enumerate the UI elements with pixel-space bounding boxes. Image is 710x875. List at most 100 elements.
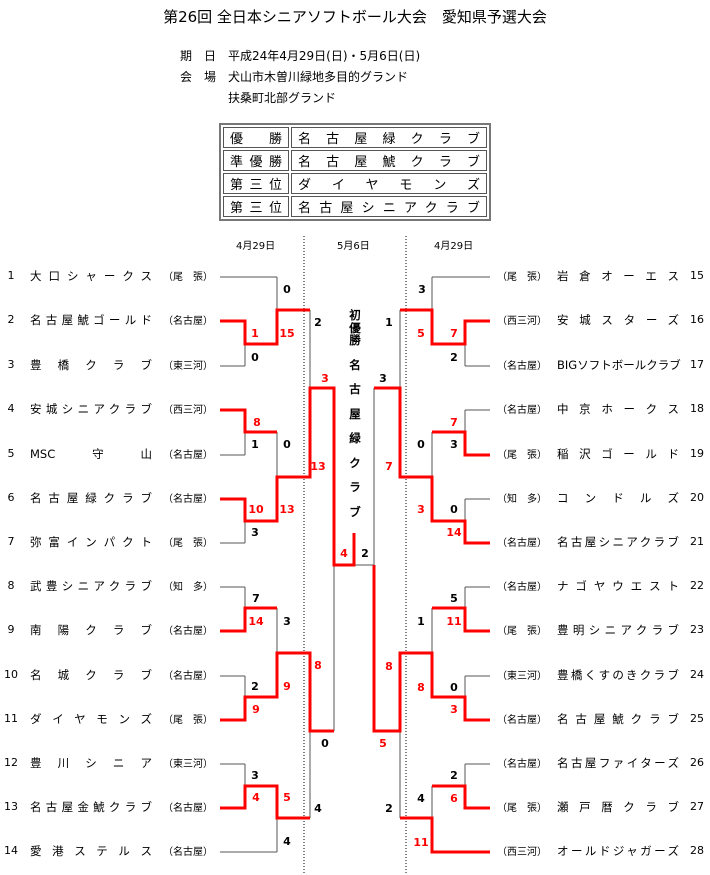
winner-path xyxy=(220,408,277,434)
team-number: 18 xyxy=(690,402,704,415)
score-label: 1 xyxy=(251,438,259,451)
team-number: 22 xyxy=(690,579,704,592)
score-label: 2 xyxy=(361,547,369,560)
score-label: 5 xyxy=(450,592,458,605)
team-number: 27 xyxy=(690,800,704,813)
score-label: 1 xyxy=(385,316,393,329)
page-title: 第26回 全日本シニアソフトボール大会 愛知県予選大会 xyxy=(163,8,547,26)
team-name: 名古屋鯱ゴールド xyxy=(30,313,152,327)
score-label: 2 xyxy=(251,680,259,693)
team-number: 23 xyxy=(690,623,704,636)
team-number: 12 xyxy=(4,756,18,769)
score-label: 0 xyxy=(450,681,458,694)
team-name: 名古屋緑クラブ xyxy=(30,491,152,505)
team-region: （名古屋） xyxy=(497,715,547,726)
score-label: 10 xyxy=(248,503,264,516)
score-label: 11 xyxy=(413,836,428,849)
score-label: 13 xyxy=(279,503,294,516)
team-region: （東三河） xyxy=(497,671,547,682)
team-region: （知 多） xyxy=(163,582,213,593)
score-label: 0 xyxy=(450,503,458,516)
team-name: 稲沢ゴールド xyxy=(557,447,679,461)
score-label: 7 xyxy=(252,592,260,605)
score-label: 1 xyxy=(251,327,259,340)
team-number: 3 xyxy=(7,358,15,371)
score-label: 0 xyxy=(283,438,291,451)
team-region: （尾 張） xyxy=(163,538,213,549)
team-number: 5 xyxy=(7,447,15,460)
team-name: ナゴヤウエスト xyxy=(557,579,679,593)
rank: 第三位 xyxy=(223,173,289,194)
venue-value-2: 扶桑町北部グランド xyxy=(228,91,337,105)
team-region: （名古屋） xyxy=(497,538,547,549)
team-region: （尾 張） xyxy=(497,272,547,283)
rank: 準優勝 xyxy=(223,150,289,171)
team-name: オールドジャガーズ xyxy=(557,844,679,858)
team-region: （東三河） xyxy=(163,759,213,770)
champion-char: 緑 xyxy=(349,431,361,445)
team-region: （東三河） xyxy=(163,361,213,372)
score-label: 2 xyxy=(385,802,393,815)
team-name: 大口シャークス xyxy=(30,269,152,283)
team-number: 2 xyxy=(7,313,15,326)
team-name: 名古屋ファイターズ xyxy=(557,756,679,770)
team-name: 安城スターズ xyxy=(557,313,679,327)
team-number: 9 xyxy=(7,623,15,636)
winner-path xyxy=(220,386,356,567)
winner-path xyxy=(220,784,310,820)
winner-path xyxy=(400,816,490,854)
team-number: 19 xyxy=(690,447,704,460)
score-label: 4 xyxy=(340,547,348,560)
team-name: 名城クラブ xyxy=(30,668,152,682)
score-label: 4 xyxy=(252,791,260,804)
score-label: 0 xyxy=(417,438,425,451)
team: 名古屋緑クラブ xyxy=(291,127,487,148)
venue-value-1: 犬山市木曽川緑地多目的グランド xyxy=(228,70,409,84)
team-name: 名古屋鯱クラブ xyxy=(557,712,679,726)
winner-path xyxy=(374,386,490,545)
score-label: 1 xyxy=(417,615,425,628)
score-label: 0 xyxy=(283,283,291,296)
score-label: 3 xyxy=(450,438,458,451)
result-row: 優勝名古屋緑クラブ xyxy=(223,127,487,148)
team-region: （名古屋） xyxy=(163,847,213,858)
score-label: 3 xyxy=(450,703,458,716)
score-label: 8 xyxy=(385,660,393,673)
team-number: 8 xyxy=(7,579,15,592)
team-name: 瀬戸暦クラブ xyxy=(557,800,679,814)
team-region: （名古屋） xyxy=(163,450,213,461)
team-region: （尾 張） xyxy=(497,450,547,461)
team-name: 豊橋くすのきクラブ xyxy=(557,668,679,682)
score-label: 11 xyxy=(446,615,461,628)
team-number: 17 xyxy=(690,358,704,371)
team-name: コンドルズ xyxy=(557,491,679,505)
team-name: 豊明シニアクラブ xyxy=(557,623,679,637)
champion-char: 古 xyxy=(349,382,361,396)
winner-path xyxy=(220,651,334,733)
team-number: 28 xyxy=(690,844,704,857)
score-label: 15 xyxy=(279,327,294,340)
team-number: 6 xyxy=(7,491,15,504)
team-region: （名古屋） xyxy=(163,626,213,637)
team-region: （西三河） xyxy=(497,847,547,858)
winner-path xyxy=(432,606,490,633)
date-header-left: 4月29日 xyxy=(236,241,276,252)
score-label: 4 xyxy=(417,792,425,805)
score-label: 3 xyxy=(251,769,259,782)
team-number: 11 xyxy=(4,712,18,725)
venue-label: 会 場 xyxy=(180,70,217,84)
team-region: （西三河） xyxy=(497,316,547,327)
team-region: （名古屋） xyxy=(163,316,213,327)
score-label: 0 xyxy=(251,351,259,364)
champion-char: ラ xyxy=(349,480,361,494)
winner-path xyxy=(400,308,490,346)
team-name: 安城シニアクラブ xyxy=(30,402,152,416)
team-number: 20 xyxy=(690,491,704,504)
team-region: （名古屋） xyxy=(497,759,547,770)
team: 名古屋シニアクラブ xyxy=(291,196,487,217)
score-label: 3 xyxy=(379,372,387,385)
team-name: BIGソフトボールクラブ xyxy=(557,358,681,372)
team-name: 中京ホークス xyxy=(557,402,679,416)
winner-path xyxy=(220,308,310,346)
team-number: 25 xyxy=(690,712,704,725)
